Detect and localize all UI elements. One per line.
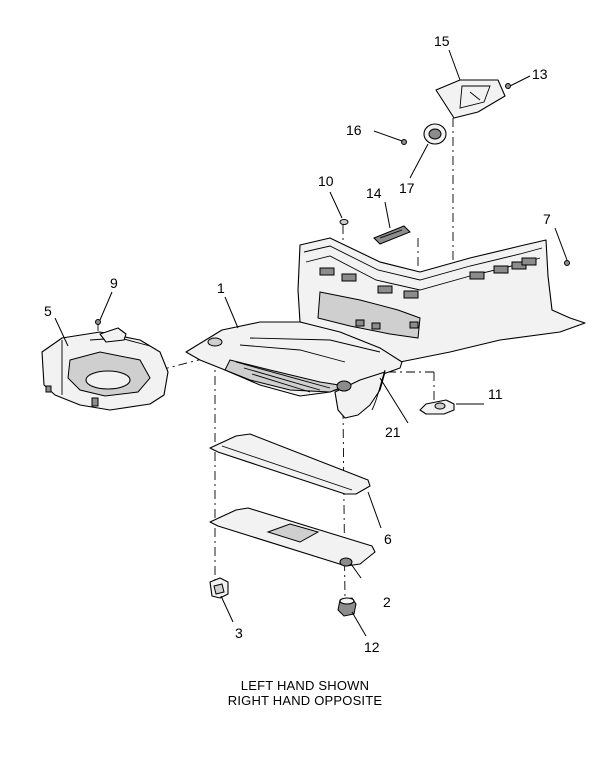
callout-14: 14	[366, 185, 382, 201]
side-bracket	[371, 369, 455, 415]
callout-labels: 1 2 3 5 6 7 9 10 11 12 13 14 15 16 17 21	[44, 33, 551, 655]
callout-16: 16	[346, 122, 362, 138]
seal-grommet	[373, 225, 411, 245]
small-fasteners	[95, 219, 570, 325]
callout-9: 9	[110, 275, 118, 291]
callout-11: 11	[488, 386, 503, 402]
callout-2: 2	[383, 594, 391, 610]
callout-17: 17	[399, 180, 415, 196]
callout-5: 5	[44, 303, 52, 319]
callout-21: 21	[385, 424, 401, 440]
callout-15: 15	[434, 33, 450, 49]
caption-line-2: RIGHT HAND OPPOSITE	[227, 693, 383, 708]
rear-quarter-trim-panel	[185, 237, 586, 419]
callout-13: 13	[532, 66, 548, 82]
callout-12: 12	[364, 639, 380, 655]
callout-7: 7	[543, 211, 551, 227]
retainer-clip	[209, 577, 229, 599]
speaker-bracket-assembly	[401, 79, 511, 145]
storage-bin	[41, 327, 169, 411]
callout-1: 1	[217, 280, 225, 296]
callout-6: 6	[384, 531, 392, 547]
floor-panel-lower	[209, 507, 376, 567]
callout-3: 3	[235, 625, 243, 641]
cover-panel-upper	[209, 433, 371, 495]
leader-lines	[54, 49, 568, 637]
caption-line-1: LEFT HAND SHOWN	[240, 678, 370, 693]
callout-10: 10	[318, 173, 334, 189]
fastener	[337, 597, 357, 617]
